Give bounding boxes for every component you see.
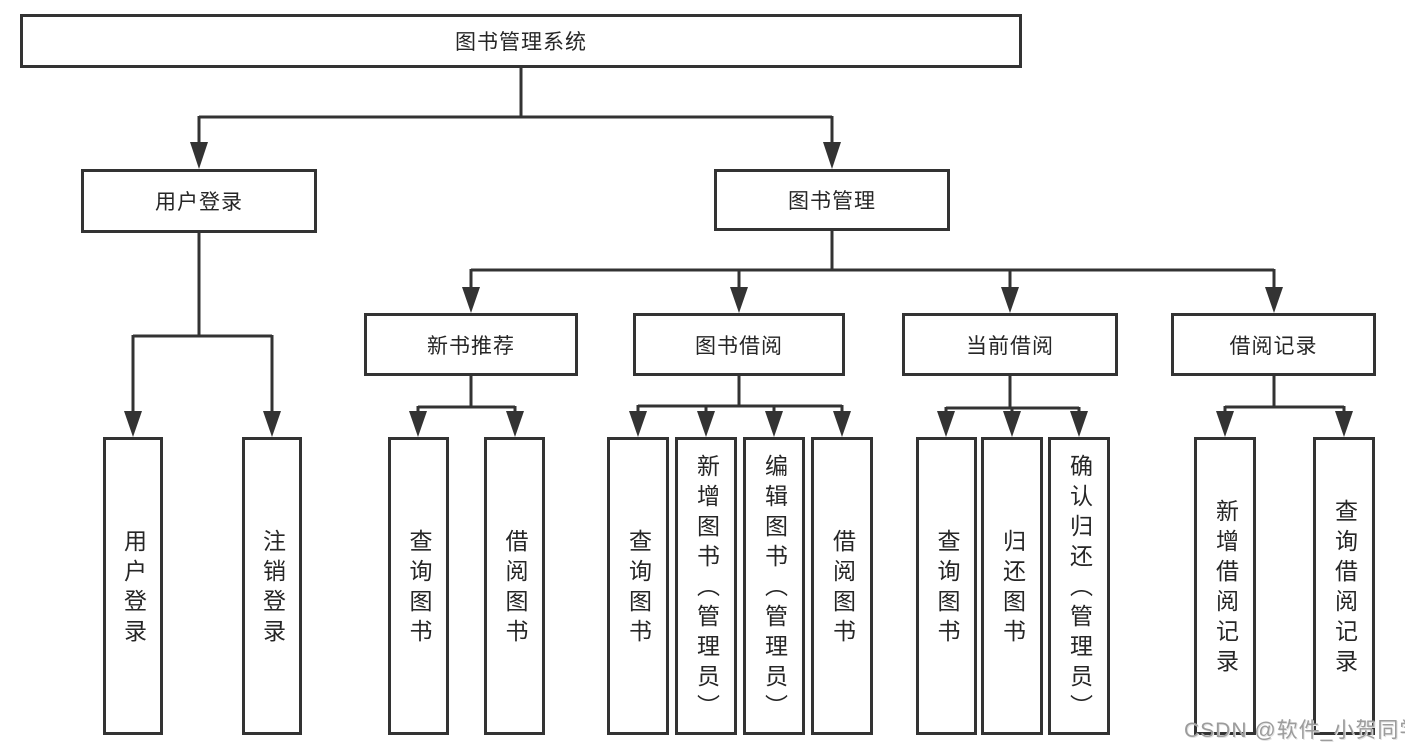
node-label: 借阅记录 [1229, 334, 1318, 358]
node-label: 当前借阅 [966, 334, 1054, 358]
node-book-borrowing: 图书借阅 [633, 313, 845, 376]
node-label: 查询借阅记录 [1331, 499, 1358, 679]
node-label: 新增图书（管理员） [693, 454, 720, 724]
node-label: 注销登录 [259, 529, 286, 649]
node-label: 图书管理系统 [455, 31, 587, 54]
node-label: 图书管理 [788, 190, 876, 213]
csdn-watermark: CSDN @软件_小贺同学 [1184, 719, 1405, 742]
node-label: 借阅图书 [502, 529, 528, 649]
node-borrowing-records: 借阅记录 [1171, 313, 1376, 376]
node-current-borrowing: 当前借阅 [902, 313, 1118, 376]
node-label: 用户登录 [120, 529, 147, 649]
node-label: 用户登录 [155, 191, 243, 214]
node-leaf-user-login: 用户登录 [103, 437, 163, 735]
node-leaf-logout: 注销登录 [242, 437, 302, 735]
node-label: 新增借阅记录 [1212, 499, 1239, 679]
node-user-login-branch: 用户登录 [81, 169, 317, 233]
node-leaf-edit-books-admin: 编辑图书（管理员） [743, 437, 805, 735]
node-leaf-return-books: 归还图书 [981, 437, 1043, 735]
node-label: 查询图书 [934, 529, 960, 649]
node-leaf-borrow-books: 借阅图书 [811, 437, 873, 735]
node-leaf-query-books-current: 查询图书 [916, 437, 977, 735]
node-new-book-recommendation: 新书推荐 [364, 313, 578, 376]
node-book-management-branch: 图书管理 [714, 169, 950, 231]
node-label: 确认归还（管理员） [1066, 454, 1093, 724]
node-label: 编辑图书（管理员） [761, 454, 788, 724]
node-leaf-add-books-admin: 新增图书（管理员） [675, 437, 737, 735]
node-leaf-add-borrow-record: 新增借阅记录 [1194, 437, 1256, 735]
node-label: 查询图书 [406, 529, 432, 649]
node-label: 新书推荐 [427, 334, 515, 358]
node-label: 图书借阅 [695, 334, 783, 358]
node-leaf-query-borrow-record: 查询借阅记录 [1313, 437, 1375, 735]
node-label: 查询图书 [625, 529, 652, 649]
node-leaf-query-books: 查询图书 [607, 437, 669, 735]
node-leaf-confirm-return-admin: 确认归还（管理员） [1048, 437, 1110, 735]
node-label: 归还图书 [999, 529, 1026, 649]
node-leaf-query-books-recommend: 查询图书 [388, 437, 449, 735]
node-leaf-borrow-books-recommend: 借阅图书 [484, 437, 545, 735]
node-library-management-system: 图书管理系统 [20, 14, 1022, 68]
node-label: 借阅图书 [829, 529, 856, 649]
